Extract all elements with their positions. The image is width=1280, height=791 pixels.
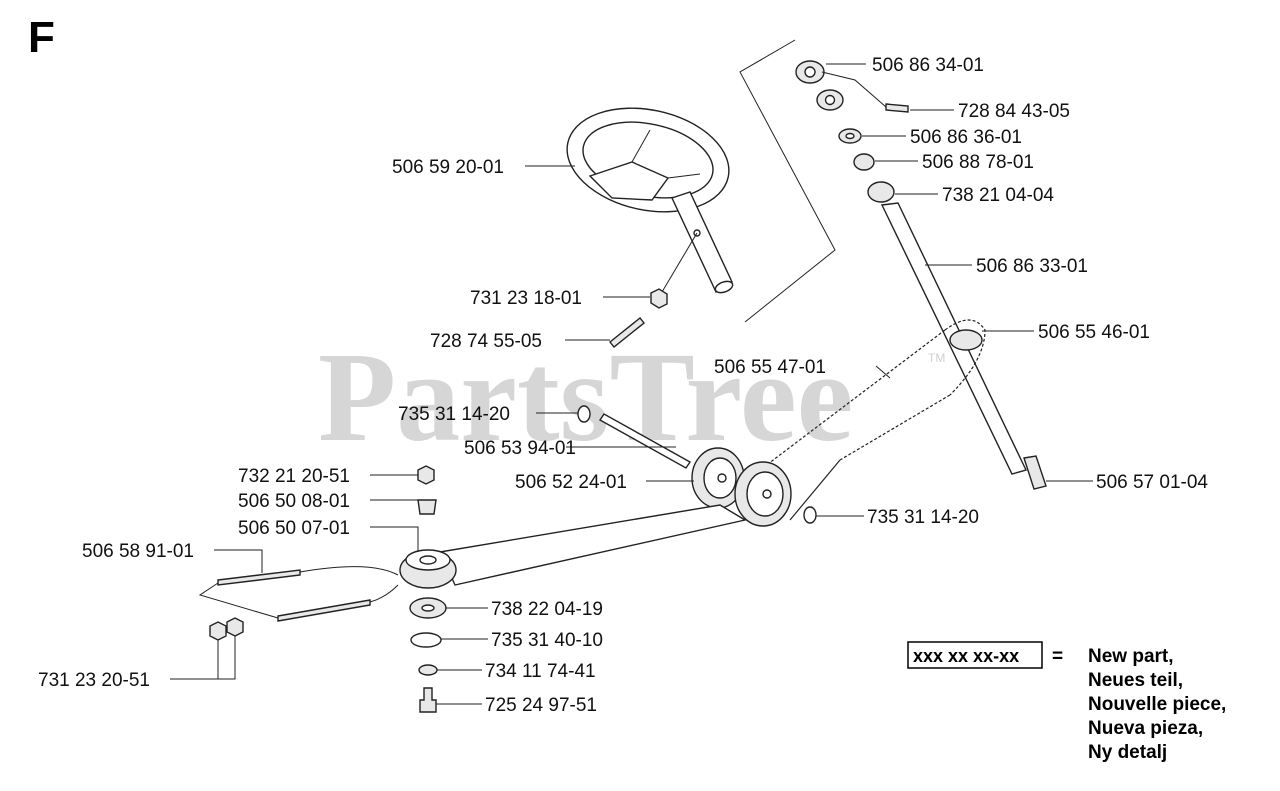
callout-labels: 506 86 34-01 728 84 43-05 506 86 36-01 5…	[38, 55, 1208, 716]
assembly-bracket-line	[739, 39, 836, 323]
set-screw-728-84-43-05	[885, 103, 909, 113]
callout-735-31-14-20-b: 735 31 14-20	[867, 507, 979, 528]
tie-rod-bracket	[198, 582, 279, 619]
callout-506-50-07-01: 506 50 07-01	[238, 518, 350, 539]
shaft-hole-guide	[661, 232, 698, 293]
pulley-group	[577, 405, 817, 527]
tie-rod-lower	[277, 599, 371, 622]
callout-506-57-01-04: 506 57 01-04	[1096, 472, 1208, 493]
tie-rod-upper	[217, 569, 301, 586]
new-part-legend: xxx xx xx-xx = New part, Neues teil, Nou…	[907, 641, 1226, 763]
set-screw-728-74-55-05	[609, 317, 645, 348]
snap-ring-left	[577, 405, 591, 423]
pulley-1-hub	[717, 473, 727, 483]
watermark-trademark: TM	[928, 351, 945, 365]
washer-734-11-74-41	[418, 664, 438, 676]
steering-wheel-shaft	[671, 191, 733, 294]
cable-lower-end	[789, 459, 841, 521]
callout-735-31-40-10: 735 31 40-10	[491, 630, 603, 651]
jam-nut-2	[226, 617, 244, 637]
callout-506-88-78-01: 506 88 78-01	[922, 152, 1034, 173]
bearing-bore	[421, 604, 435, 612]
callout-725-24-97-51: 725 24 97-51	[485, 695, 597, 716]
chain-cable-group	[759, 319, 986, 521]
chain-loop	[944, 319, 986, 396]
collar-bore	[804, 66, 816, 78]
callout-506-53-94-01: 506 53 94-01	[464, 438, 576, 459]
axle-506-53-94-01	[598, 413, 692, 469]
collar-lower-bore	[824, 94, 836, 106]
legend-line-3: Nouvelle piece,	[1088, 694, 1226, 715]
callout-506-52-24-01: 506 52 24-01	[515, 472, 627, 493]
callout-728-84-43-05: 728 84 43-05	[958, 101, 1070, 122]
legend-box-text: xxx xx xx-xx	[913, 646, 1019, 666]
callout-506-86-36-01: 506 86 36-01	[910, 127, 1022, 148]
callout-506-86-34-01: 506 86 34-01	[872, 55, 984, 76]
legend-line-2: Neues teil,	[1088, 670, 1183, 691]
callout-728-74-55-05: 728 74 55-05	[430, 331, 542, 352]
callout-734-11-74-41: 734 11 74-41	[485, 661, 596, 682]
legend-equals: =	[1052, 646, 1063, 667]
nut-732-21-20-51	[417, 465, 435, 485]
bushing-506-88-78-01	[853, 153, 875, 171]
jam-nut-1	[209, 621, 227, 641]
collar-screw-guide	[821, 71, 887, 108]
pulley-2-hub	[762, 489, 772, 499]
callout-738-21-04-04: 738 21 04-04	[942, 185, 1054, 206]
washer-bore	[845, 132, 855, 140]
tie-rod-links	[299, 566, 399, 603]
chain-upper-run	[759, 329, 946, 471]
drag-link-group	[198, 465, 747, 713]
chain-lower-run	[839, 394, 951, 461]
callout-506-50-08-01: 506 50 08-01	[238, 491, 350, 512]
snap-ring-right	[803, 506, 817, 524]
bolt-725-24-97-51	[419, 687, 437, 713]
steering-wheel-hub	[588, 161, 670, 201]
callout-738-22-04-19: 738 22 04-19	[491, 599, 603, 620]
legend-line-5: Ny detalj	[1088, 742, 1167, 763]
bushing-506-50-08-01	[417, 499, 437, 515]
callout-506-55-47-01: 506 55 47-01	[714, 357, 826, 378]
legend-line-4: Nueva pieza,	[1088, 718, 1203, 739]
legend-line-1: New part,	[1088, 646, 1174, 667]
callout-506-55-46-01: 506 55 46-01	[1038, 322, 1150, 343]
bolt-506-57-01-04	[1023, 455, 1047, 490]
leader-lines	[170, 63, 1093, 705]
steering-column-group	[795, 60, 1047, 490]
bearing-738-21-04-04	[867, 181, 895, 203]
callout-506-59-20-01: 506 59 20-01	[392, 157, 504, 178]
steering-wheel-group	[566, 39, 836, 348]
callout-735-31-14-20: 735 31 14-20	[398, 404, 510, 425]
legend-box	[907, 641, 1043, 669]
pivot-pulley-bore	[419, 555, 437, 565]
callout-506-86-33-01: 506 86 33-01	[976, 256, 1088, 277]
sprocket-506-55-46-01	[949, 329, 983, 351]
callout-506-58-91-01: 506 58 91-01	[82, 541, 194, 562]
steering-wheel-spokes	[631, 129, 701, 179]
watermark-text: PartsTree	[318, 326, 853, 468]
snap-ring-735-31-40-10	[410, 632, 442, 648]
callout-731-23-18-01: 731 23 18-01	[470, 288, 582, 309]
nut-731-23-18-01	[650, 288, 668, 309]
steering-shaft-end	[714, 280, 734, 294]
callout-732-21-20-51: 732 21 20-51	[238, 466, 350, 487]
callout-731-23-20-51: 731 23 20-51	[38, 670, 150, 691]
section-letter: F	[28, 13, 55, 62]
drag-link-arm	[438, 504, 747, 586]
